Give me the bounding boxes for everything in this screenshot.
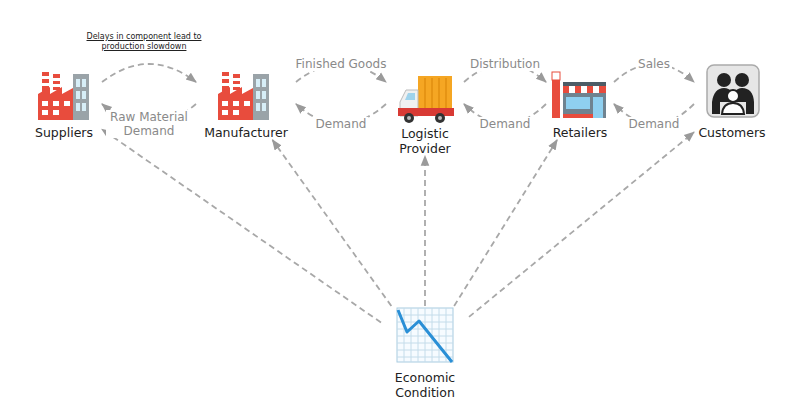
node-label: Suppliers	[35, 125, 93, 140]
edge-label: Demand	[478, 117, 533, 131]
node-box: Retailers	[546, 66, 614, 140]
node-label: Customers	[698, 125, 765, 140]
customers-icon	[707, 65, 759, 117]
dashed-arrow	[272, 140, 391, 306]
edge-label: Demand	[627, 117, 682, 131]
edge-label: Sales	[636, 57, 672, 71]
dashed-arrow	[102, 129, 381, 322]
store-icon	[552, 72, 606, 118]
node-label: Logistic Provider	[386, 126, 464, 156]
factory-icon	[218, 72, 269, 120]
factory-icon	[38, 72, 89, 120]
declining-chart-icon	[397, 308, 453, 362]
truck-icon	[398, 76, 454, 123]
node-box: Customers	[694, 62, 770, 140]
edge-label: Finished Goods	[294, 57, 389, 71]
dashed-arrow	[469, 132, 694, 317]
dashed-arrow	[424, 156, 426, 306]
edge-label: Demand	[314, 117, 369, 131]
node-box: Manufacturer	[196, 66, 296, 140]
node-label: Economic Condition	[381, 370, 469, 400]
dashed-arrow	[102, 64, 196, 82]
node-label: Retailers	[553, 125, 608, 140]
node-box: Suppliers	[26, 66, 102, 140]
edge-label: Raw Material Demand	[106, 110, 192, 138]
node-label: Manufacturer	[204, 125, 288, 140]
note-text: Delays in component lead to production s…	[68, 32, 220, 52]
node-box: Logistic Provider	[386, 72, 464, 156]
dashed-arrow	[454, 140, 557, 306]
edge-label: Distribution	[468, 57, 542, 71]
node-box: Economic Condition	[381, 306, 469, 400]
